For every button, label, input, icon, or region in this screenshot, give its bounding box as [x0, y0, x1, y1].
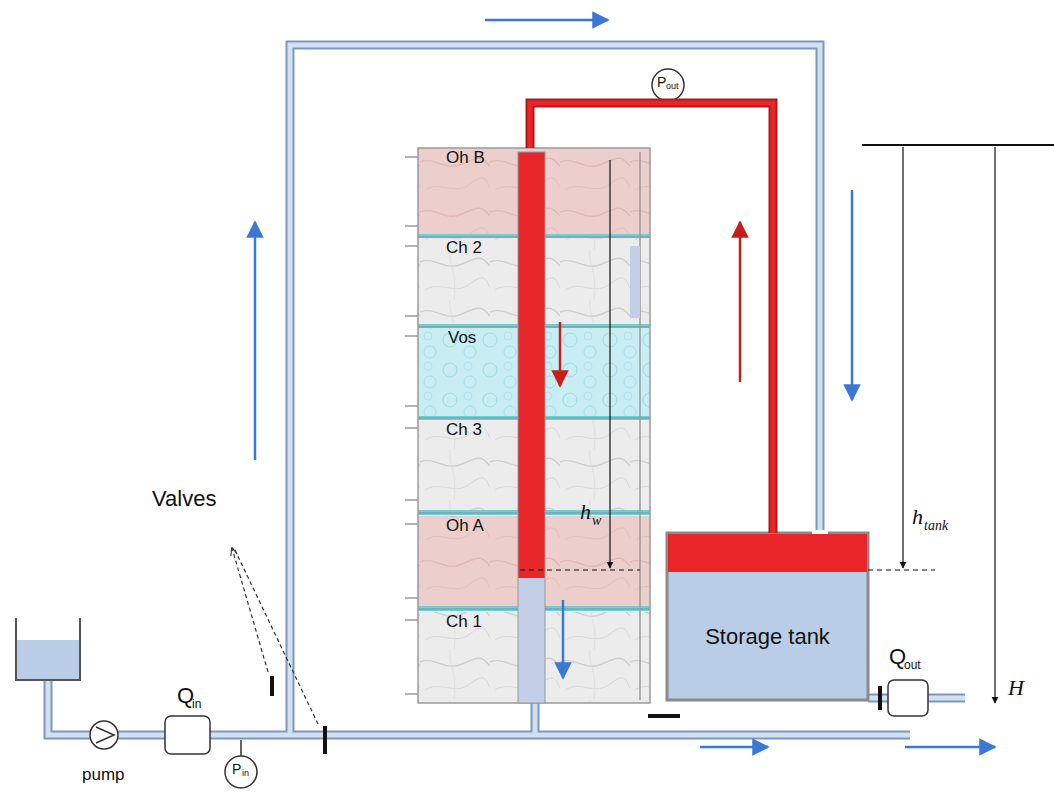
valve: [270, 676, 882, 754]
drawing-part: [559, 322, 562, 386]
drawing-part: [668, 534, 867, 572]
pipe-connector: [530, 103, 773, 533]
layer-box: Ch 3: [418, 420, 518, 510]
drawing-part: [652, 69, 684, 101]
drawing-part: [902, 147, 903, 568]
node-label: Ch 1: [446, 612, 482, 632]
part-label: pump: [82, 766, 125, 785]
flow-arrow: [255, 20, 995, 747]
drawing-part: [254, 222, 257, 460]
layer-box: Ch 2: [418, 238, 518, 324]
part-label: Q: [889, 645, 906, 669]
node-label: Storage tank: [705, 624, 830, 650]
layer-box: Ch 1: [418, 612, 518, 703]
part-label: P: [657, 75, 666, 90]
part-label: out: [904, 659, 921, 672]
drawing-part: [518, 152, 545, 703]
drawing-part: [96, 727, 114, 743]
layer-box: Vos: [418, 328, 518, 416]
dimension-label: w: [592, 513, 601, 528]
drawing-part: [609, 160, 610, 568]
drawing-part: [518, 152, 545, 578]
storage-tank-body: [667, 530, 868, 700]
drawing-part: [405, 148, 650, 703]
node-label: Ch 3: [446, 420, 482, 440]
dimension-line: [520, 145, 1054, 703]
tank-box: Storage tank: [667, 533, 868, 700]
drawing-part: [165, 716, 210, 754]
pipe-outline: [530, 103, 773, 533]
drawing-part: [888, 680, 928, 716]
dimension-label: h: [912, 505, 923, 529]
drawing-part: [994, 147, 995, 703]
drawing-part: [240, 740, 242, 756]
drawing-part: [639, 152, 641, 700]
drawing-part: [648, 714, 680, 718]
dimension-label: H: [1008, 676, 1024, 700]
node-label: Ch 2: [446, 238, 482, 258]
pipe-connector: [530, 103, 773, 533]
drawing-part: [405, 157, 418, 694]
part-label: P: [232, 762, 241, 777]
drawing-part: [667, 533, 868, 700]
drawing-part: [812, 530, 828, 534]
dimension-label: h: [580, 500, 591, 524]
layer-box: Oh A: [418, 516, 518, 606]
node-label: Oh A: [446, 516, 484, 536]
drawing-part: [739, 222, 742, 382]
layer-box: Oh B: [418, 148, 518, 234]
drawing-part: [851, 190, 854, 400]
drawing-part: [862, 144, 1054, 146]
drawing-part: [485, 19, 608, 22]
reservoir: [16, 618, 80, 680]
drawing-part: [48, 45, 965, 735]
drawing-part: [562, 600, 565, 678]
drawing-part: [630, 246, 640, 318]
node-label: Oh B: [446, 148, 485, 168]
valve-leader: [232, 548, 318, 724]
drawing-part: [418, 148, 650, 703]
drawing-part: [48, 45, 965, 735]
dimension-label: tank: [924, 518, 948, 533]
part-label: in: [242, 769, 249, 779]
drawing-part: [232, 548, 268, 672]
drawing-part: [905, 746, 995, 749]
drawing-part: [520, 569, 935, 570]
drawing-part: [225, 756, 257, 788]
drawing-part: [323, 726, 327, 754]
water-pipe: [48, 45, 965, 735]
drawing-part: [90, 721, 118, 749]
part-label: in: [192, 698, 201, 711]
part-label: Valves: [152, 487, 216, 511]
drawing-part: [270, 676, 274, 696]
part-label: out: [666, 82, 679, 92]
part-label: Q: [177, 684, 194, 708]
drawing-part: [16, 618, 80, 680]
drawing-part: [16, 640, 80, 680]
drawing-part: [878, 686, 882, 710]
drawing-part: [700, 746, 768, 749]
column: [405, 148, 650, 703]
drawing-part: [234, 548, 318, 724]
instruments: [90, 69, 928, 788]
node-label: Vos: [448, 328, 476, 348]
drawing-part: [518, 578, 545, 703]
